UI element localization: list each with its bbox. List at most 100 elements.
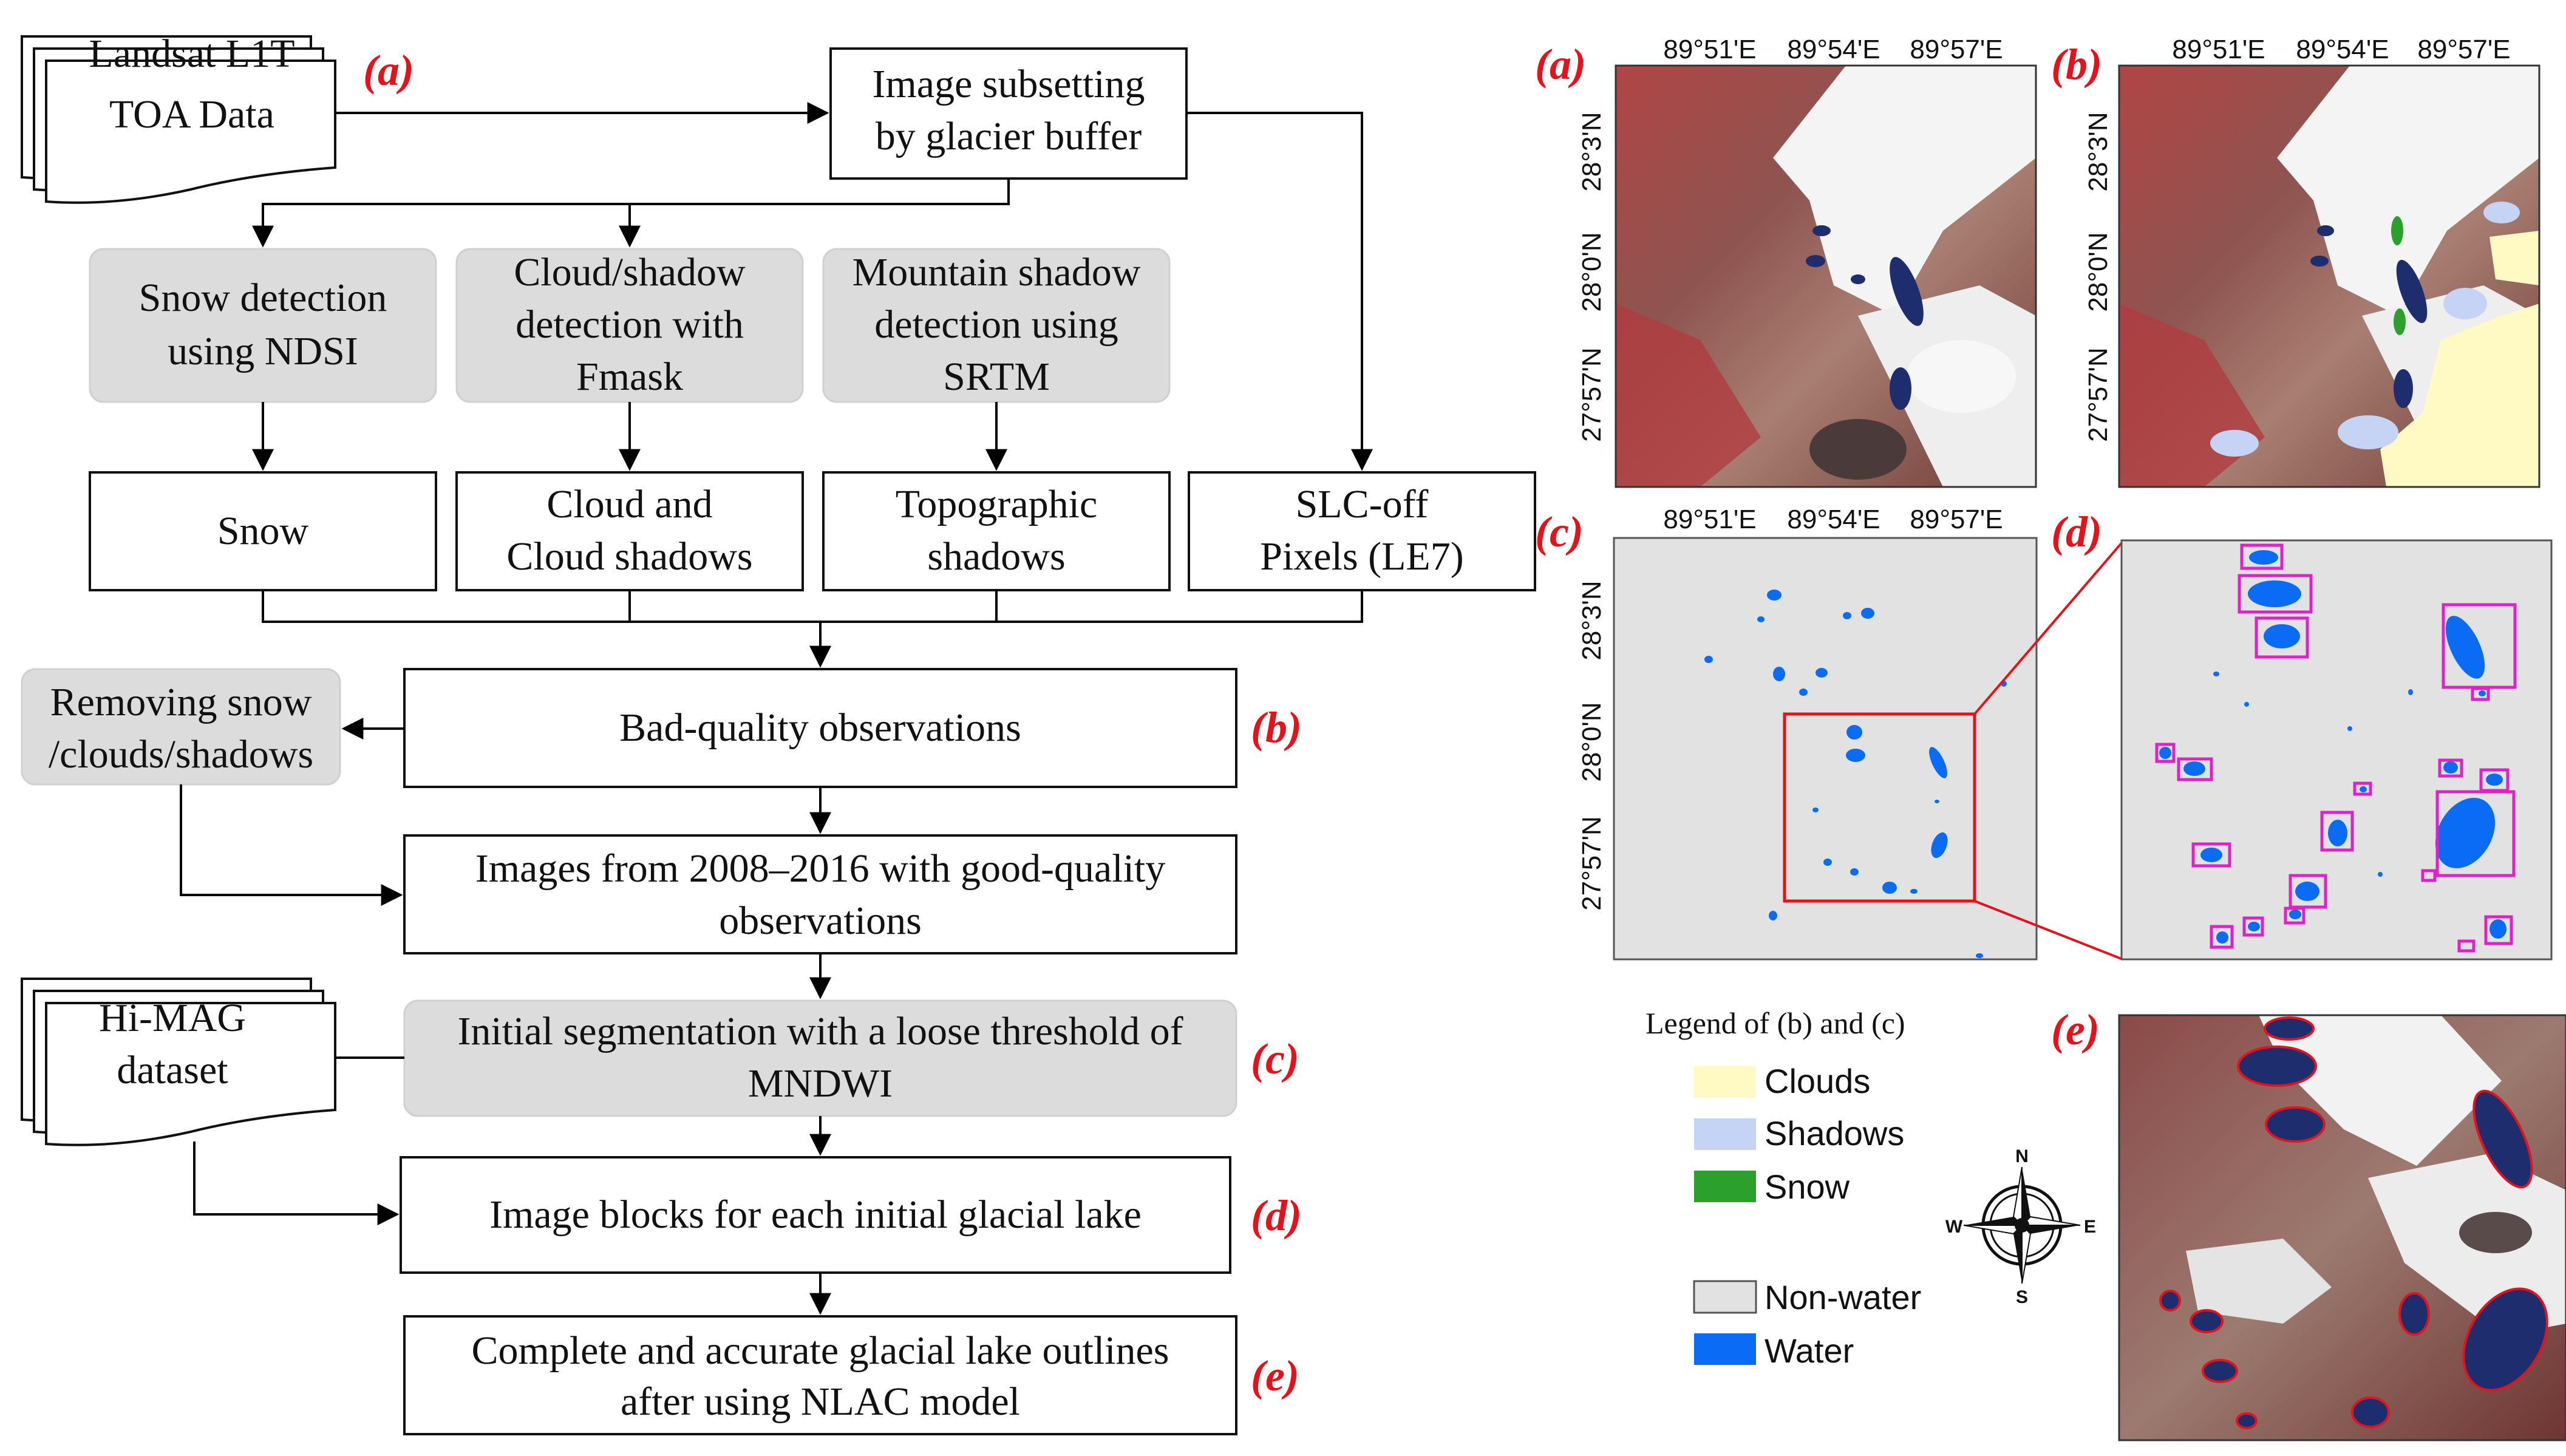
legend-label-clouds: Clouds — [1765, 1062, 1870, 1100]
connector-removing-images — [180, 784, 403, 906]
images-good-node: Images from 2008–2016 with good-quality … — [403, 834, 1237, 954]
flow-tag-c: (c) — [1251, 1035, 1299, 1083]
connector-subset-slc — [1186, 112, 1373, 471]
bad-quality-label: Bad-quality observations — [619, 706, 1021, 750]
legend: Legend of (b) and (c) Clouds Shadows Sno… — [1645, 1006, 1921, 1370]
panel-c-lat-1: 28°3'N — [1577, 580, 1607, 660]
removing-node: Removing snow /clouds/shadows — [21, 668, 341, 786]
panel-b-lat-3: 27°57'N — [2083, 347, 2113, 442]
map-panel-b: (b) 89°51'E 89°54'E 89°57'E 28°3'N 28°0'… — [2051, 35, 2540, 488]
cloud-node: Cloud and Cloud shadows — [455, 471, 804, 591]
map-panels: (a) 89°51'E 89°54'E 89°57'E 28°3'N 28°0'… — [1535, 35, 2566, 1441]
panel-c-lon-1: 89°51'E — [1663, 505, 1756, 534]
compass-w: W — [1945, 1217, 1963, 1237]
snow-detection-line2: using NDSI — [168, 329, 358, 373]
satellite-image-a — [1616, 66, 2036, 487]
cloud-detection-line3: Fmask — [576, 355, 683, 399]
map-panel-c: (c) 89°51'E 89°54'E 89°57'E 28°3'N 28°0'… — [1535, 505, 2124, 961]
flow-connectors — [180, 102, 1373, 1315]
legend-label-snow: Snow — [1765, 1168, 1850, 1206]
legend-swatch-nonwater — [1693, 1280, 1757, 1314]
flow-tag-a: (a) — [363, 46, 414, 95]
nonwater-background-c — [1613, 537, 2038, 961]
panel-c-lat-2: 28°0'N — [1577, 702, 1607, 781]
landsat-label-line1: Landsat L1T — [89, 32, 294, 76]
initial-seg-line2: MNDWI — [748, 1061, 893, 1106]
topo-label-line2: shadows — [927, 534, 1065, 579]
flowchart: Landsat L1T TOA Data (a) Image subsettin… — [21, 32, 1536, 1435]
legend-label-nonwater: Non-water — [1765, 1278, 1921, 1316]
bad-quality-node: Bad-quality observations — [403, 668, 1237, 788]
mountain-detection-node: Mountain shadow detection using SRTM — [822, 248, 1171, 403]
legend-swatch-water — [1694, 1333, 1756, 1365]
mountain-detection-line3: SRTM — [943, 355, 1050, 399]
zoom-line-top — [1973, 540, 2124, 715]
mountain-detection-line2: detection using — [874, 302, 1118, 347]
snow-detection-line1: Snow detection — [139, 276, 387, 320]
panel-b-lat-2: 28°0'N — [2083, 232, 2113, 311]
slc-label-line2: Pixels (LE7) — [1260, 534, 1463, 579]
legend-swatch-shadows — [1694, 1118, 1756, 1150]
panel-a-lat-3: 27°57'N — [1577, 347, 1607, 442]
map-tag-d: (d) — [2051, 508, 2102, 556]
panel-a-lon-2: 89°54'E — [1787, 35, 1880, 64]
landsat-document-node: Landsat L1T TOA Data — [21, 32, 336, 204]
himag-document-node: Hi-MAG dataset — [21, 978, 336, 1146]
panel-b-lon-2: 89°54'E — [2296, 35, 2389, 64]
compass-s: S — [2016, 1287, 2028, 1307]
panel-a-lon-3: 89°57'E — [1910, 35, 2003, 64]
compass-n: N — [2015, 1146, 2029, 1166]
image-blocks-label: Image blocks for each initial glacial la… — [489, 1192, 1142, 1237]
cloud-label-line2: Cloud shadows — [506, 534, 752, 579]
subset-label-line2: by glacier buffer — [876, 114, 1142, 158]
complete-node: Complete and accurate glacial lake outli… — [403, 1315, 1237, 1435]
map-tag-b: (b) — [2051, 40, 2102, 89]
removing-label-line2: /clouds/shadows — [49, 732, 313, 777]
cloud-label-line1: Cloud and — [546, 482, 712, 526]
slc-label-line1: SLC-off — [1296, 482, 1429, 526]
snow-detection-node: Snow detection using NDSI — [89, 248, 437, 403]
map-panel-d: (d) — [2051, 508, 2553, 961]
snow-label: Snow — [217, 509, 309, 553]
lake-outlines-e — [2159, 1016, 2548, 1429]
connector-merge — [262, 590, 1363, 623]
panel-a-lat-1: 28°3'N — [1577, 112, 1607, 191]
subset-label-line1: Image subsetting — [872, 62, 1145, 106]
images-good-line1: Images from 2008–2016 with good-quality — [475, 846, 1166, 891]
initial-seg-node: Initial segmentation with a loose thresh… — [403, 999, 1237, 1117]
panel-b-lat-1: 28°3'N — [2083, 112, 2113, 191]
subset-node: Image subsetting by glacier buffer — [829, 47, 1188, 180]
panel-c-lon-2: 89°54'E — [1787, 505, 1880, 534]
mountain-detection-line1: Mountain shadow — [852, 250, 1141, 294]
map-tag-c: (c) — [1535, 508, 1584, 556]
flow-tag-e: (e) — [1251, 1352, 1299, 1400]
complete-line2: after using NLAC model — [621, 1379, 1020, 1424]
compass-rose-icon: N S E W — [1945, 1146, 2096, 1307]
topo-node: Topographic shadows — [822, 471, 1171, 591]
cloud-detection-line2: detection with — [516, 302, 744, 347]
connector-himag-blocks — [193, 1141, 400, 1225]
snow-node: Snow — [89, 471, 437, 591]
legend-swatch-snow — [1694, 1171, 1756, 1202]
nonwater-background-d — [2120, 539, 2553, 961]
slc-node: SLC-off Pixels (LE7) — [1188, 471, 1536, 591]
topo-label-line1: Topographic — [896, 482, 1098, 526]
map-tag-a: (a) — [1535, 40, 1586, 89]
map-panel-a: (a) 89°51'E 89°54'E 89°57'E 28°3'N 28°0'… — [1535, 35, 2037, 488]
legend-swatch-clouds — [1694, 1066, 1756, 1098]
cloud-detection-node: Cloud/shadow detection with Fmask — [455, 248, 804, 403]
images-good-line2: observations — [719, 899, 922, 943]
flow-tag-d: (d) — [1251, 1191, 1302, 1240]
legend-title: Legend of (b) and (c) — [1645, 1006, 1905, 1040]
himag-label-line1: Hi-MAG — [99, 996, 246, 1040]
panel-a-lat-2: 28°0'N — [1577, 232, 1607, 311]
map-tag-e: (e) — [2051, 1005, 2100, 1054]
initial-seg-line1: Initial segmentation with a loose thresh… — [457, 1009, 1183, 1053]
legend-label-water: Water — [1765, 1332, 1854, 1370]
connector-subset-snowdetect — [252, 179, 1010, 248]
map-panel-e: (e) — [2051, 1005, 2566, 1441]
panel-a-lon-1: 89°51'E — [1663, 35, 1756, 64]
zoom-line-bottom — [1974, 900, 2123, 961]
